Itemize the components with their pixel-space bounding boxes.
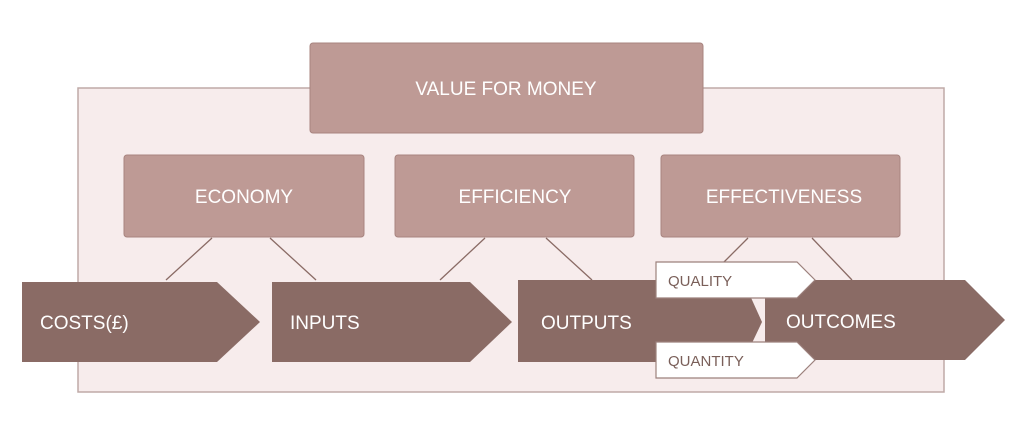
outcomes-arrow: OUTCOMES [765,280,1005,360]
economy-box-shape [123,154,365,238]
quantity-tag-shape [655,341,816,379]
connector-efficiency-outputs [545,237,593,281]
outcomes-arrow-shape [765,280,1005,360]
connector-lines [165,237,853,281]
effectiveness-box-shape [660,154,901,238]
quality-tag: QUALITY [655,261,816,299]
outcomes-label: OUTCOMES [786,312,896,333]
efficiency-label: EFFICIENCY [459,187,572,208]
quality-tag-shape [655,261,816,299]
connector-economy-costs [165,237,213,281]
economy-box: ECONOMY [123,154,365,238]
quality-label: QUALITY [668,273,732,290]
costs-label: COSTS(£) [40,313,129,334]
quantity-label: QUANTITY [668,353,744,370]
costs-arrow-shape [22,282,260,362]
inputs-label: INPUTS [290,313,360,334]
value-for-money-box: VALUE FOR MONEY [309,42,704,134]
connector-economy-inputs [269,237,317,281]
effectiveness-label: EFFECTIVENESS [706,187,862,208]
value-for-money-box-shape [309,42,704,134]
value-for-money-label: VALUE FOR MONEY [415,79,597,100]
inputs-arrow: INPUTS [272,282,512,362]
efficiency-box-shape [394,154,635,238]
inputs-arrow-shape [272,282,512,362]
efficiency-box: EFFICIENCY [394,154,635,238]
outputs-label: OUTPUTS [541,313,632,334]
connector-efficiency-inputs [439,237,486,281]
costs-arrow: COSTS(£) [22,282,260,362]
quantity-tag: QUANTITY [655,341,816,379]
effectiveness-box: EFFECTIVENESS [660,154,901,238]
connector-effectiveness-outputs [723,237,749,263]
economy-label: ECONOMY [195,187,294,208]
connector-effectiveness-outcomes [811,237,853,281]
